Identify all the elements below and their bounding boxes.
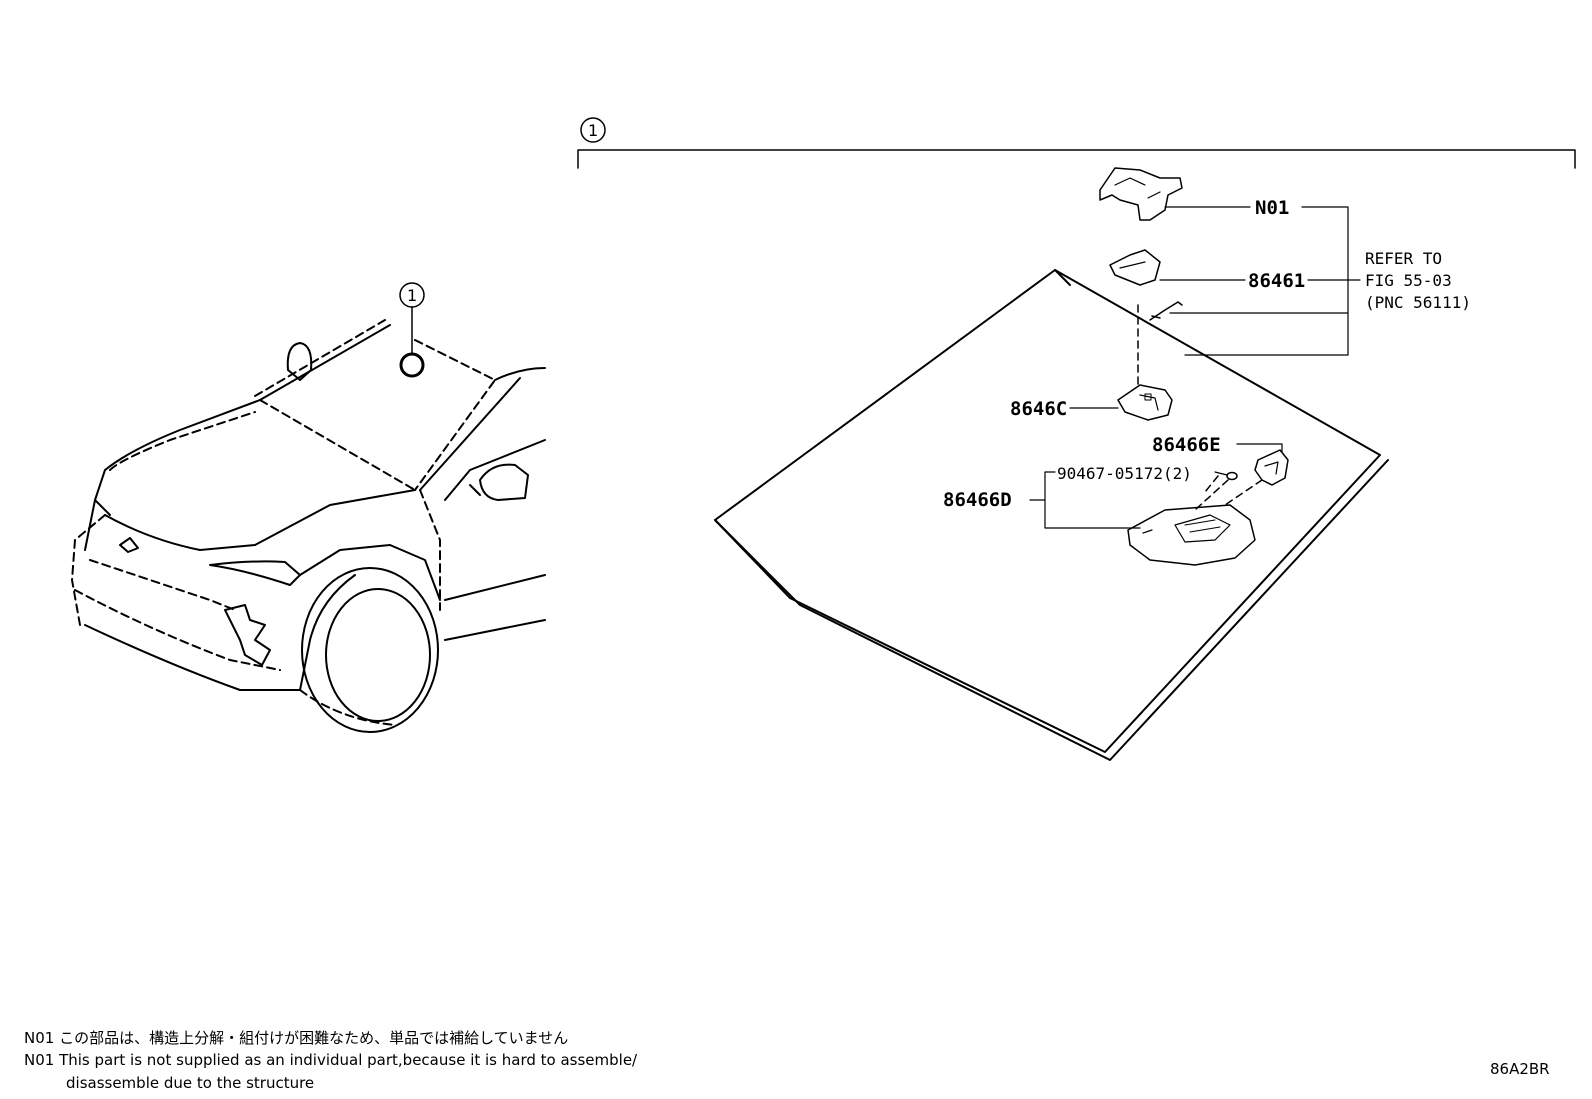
- note-en-code: N01: [24, 1051, 55, 1069]
- windshield-icon: [714, 269, 1389, 761]
- camera-unit-icon: [1117, 384, 1173, 421]
- diagram-code: 86A2BR: [1490, 1060, 1550, 1078]
- part-label-8646c: 8646C: [1010, 398, 1067, 420]
- callout-circle-icon: [399, 282, 425, 378]
- note-jp: N01 この部品は、構造上分解・組付けが困難なため、単品では補給していません: [24, 1027, 568, 1048]
- cover-icon: [1254, 449, 1289, 486]
- clip-icon: [1226, 471, 1238, 481]
- note-en-cont: disassemble due to the structure: [66, 1074, 314, 1092]
- refer-line-2: FIG 55-03: [1365, 271, 1452, 290]
- part-label-90467: 90467-05172(2): [1057, 464, 1192, 483]
- part-label-86461: 86461: [1248, 270, 1305, 292]
- note-en: N01 This part is not supplied as an indi…: [24, 1051, 637, 1069]
- part-label-86466d: 86466D: [943, 489, 1012, 511]
- note-en-text-2: disassemble due to the structure: [66, 1074, 315, 1092]
- part-label-n01: N01: [1255, 197, 1289, 219]
- refer-line-1: REFER TO: [1365, 249, 1442, 268]
- sensor-icon: [1109, 249, 1161, 286]
- callout-assembly-label: 1: [588, 121, 598, 140]
- harness-icon: [1149, 301, 1183, 321]
- note-jp-text: この部品は、構造上分解・組付けが困難なため、単品では補給していません: [59, 1029, 569, 1047]
- callout-car-label: 1: [407, 286, 417, 305]
- note-en-text-1: This part is not supplied as an individu…: [59, 1051, 638, 1069]
- part-label-86466e: 86466E: [1152, 434, 1221, 456]
- housing-icon: [1127, 504, 1256, 566]
- assembly-bracket: [577, 117, 1576, 169]
- note-jp-code: N01: [24, 1029, 55, 1047]
- refer-line-3: (PNC 56111): [1365, 293, 1471, 312]
- car-front-icon: [71, 319, 546, 733]
- camera-bracket-icon: [1099, 167, 1183, 221]
